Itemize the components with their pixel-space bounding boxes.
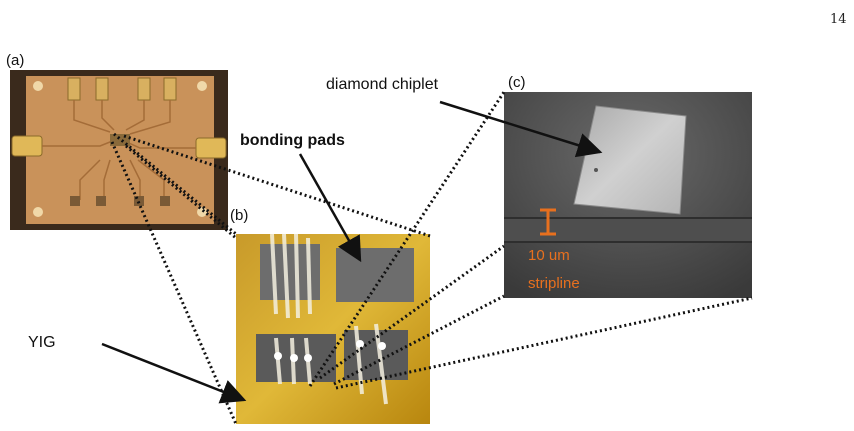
zoom-line-b-c-top bbox=[308, 91, 506, 387]
zoom-line-a-b-bottom-left bbox=[110, 141, 238, 425]
zoom-line-b-c-mid bbox=[319, 244, 505, 380]
panel-b-label: (b) bbox=[230, 207, 249, 224]
panel-b-microscope-image bbox=[236, 234, 430, 424]
bonding-pads-label: bonding pads bbox=[240, 132, 345, 149]
zoom-line-b-c-low bbox=[333, 294, 505, 386]
yig-label: YIG bbox=[28, 334, 56, 351]
bonding-pads-arrow bbox=[298, 153, 362, 263]
scale-bar-label: 10 um bbox=[528, 247, 570, 264]
page-number: 14 bbox=[830, 12, 847, 27]
zoom-line-a-b-inner bbox=[125, 144, 237, 240]
panel-a-label: (a) bbox=[6, 52, 25, 69]
panel-c-label: (c) bbox=[508, 74, 526, 91]
zoom-line-a-b-top-right bbox=[123, 134, 431, 238]
stripline-label: stripline bbox=[528, 275, 580, 292]
diamond-chiplet-arrow bbox=[439, 100, 603, 158]
zoom-line-a-b-top-left bbox=[113, 132, 237, 236]
zoom-line-b-c-bottom bbox=[335, 296, 753, 390]
diamond-chiplet-label: diamond chiplet bbox=[326, 76, 439, 93]
yig-arrow bbox=[101, 342, 247, 404]
panel-c-microscope-image bbox=[504, 92, 752, 298]
panel-a-board-photo bbox=[10, 70, 228, 230]
